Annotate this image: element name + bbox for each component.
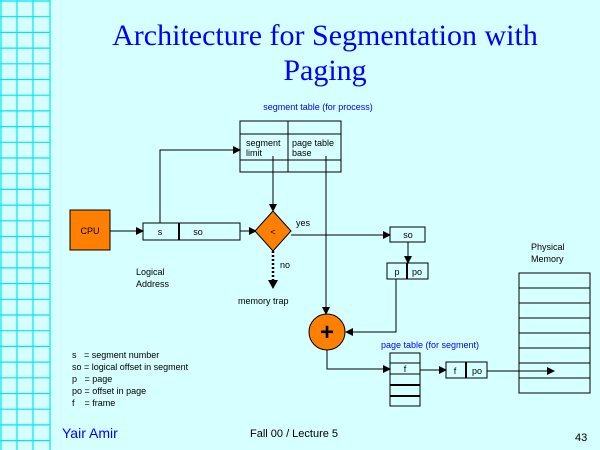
- logical-address-label-1: Logical: [136, 267, 165, 277]
- yes-label: yes: [296, 218, 311, 228]
- arrow-s-to-segment-table: [159, 146, 241, 223]
- slide-title-line2: Paging: [283, 54, 366, 87]
- legend-item: f = frame: [72, 398, 115, 408]
- memory-trap-label: memory trap: [238, 296, 289, 306]
- physical-offset-field: po: [472, 366, 482, 376]
- segment-table-title: segment table (for process): [263, 102, 373, 112]
- page-number: 43: [575, 432, 587, 444]
- page-table-base-label-2: base: [292, 148, 312, 158]
- page-table-title: page table (for segment): [381, 340, 479, 350]
- page-field: p: [394, 267, 399, 277]
- legend-item: s = segment number: [72, 350, 159, 360]
- footer-author: Yair Amir: [62, 425, 118, 441]
- segment-number-field: s: [158, 227, 163, 237]
- segment-limit-label-2: limit: [246, 148, 262, 158]
- arrow-adder-to-page-table: [326, 350, 391, 373]
- cpu-label: CPU: [80, 226, 99, 236]
- legend-item: so = logical offset in segment: [72, 362, 189, 372]
- logical-address-label-2: Address: [136, 279, 170, 289]
- so-box-label: so: [403, 230, 413, 240]
- footer-course: Fall 00 / Lecture 5: [250, 428, 338, 440]
- comparator-symbol: <: [270, 227, 275, 237]
- physical-address-box: [445, 361, 488, 379]
- adder-symbol: +: [320, 319, 334, 346]
- cpu-box: [69, 209, 111, 251]
- physical-memory-label-2: Memory: [531, 254, 564, 264]
- page-offset-field: po: [412, 267, 422, 277]
- no-label: no: [280, 260, 290, 270]
- arrow-no-head: [268, 280, 278, 289]
- arrow-p-to-adder: [345, 279, 397, 336]
- legend-item: p = page: [72, 374, 112, 384]
- page-table-frame-entry: f: [404, 364, 407, 374]
- legend: s = segment number so = logical offset i…: [72, 350, 189, 408]
- physical-memory: [518, 272, 591, 394]
- decorative-grid: [0, 0, 51, 450]
- page-table: [389, 352, 421, 407]
- p-po-box: [386, 262, 429, 280]
- segment-offset-field: so: [193, 227, 203, 237]
- segment-limit-label-1: segment: [246, 138, 281, 148]
- slide-title-line1: Architecture for Segmentation with: [112, 19, 538, 52]
- physical-memory-label-1: Physical: [531, 242, 565, 252]
- page-table-base-label-1: page table: [292, 138, 334, 148]
- legend-item: po = offset in page: [72, 386, 146, 396]
- frame-field: f: [454, 366, 457, 376]
